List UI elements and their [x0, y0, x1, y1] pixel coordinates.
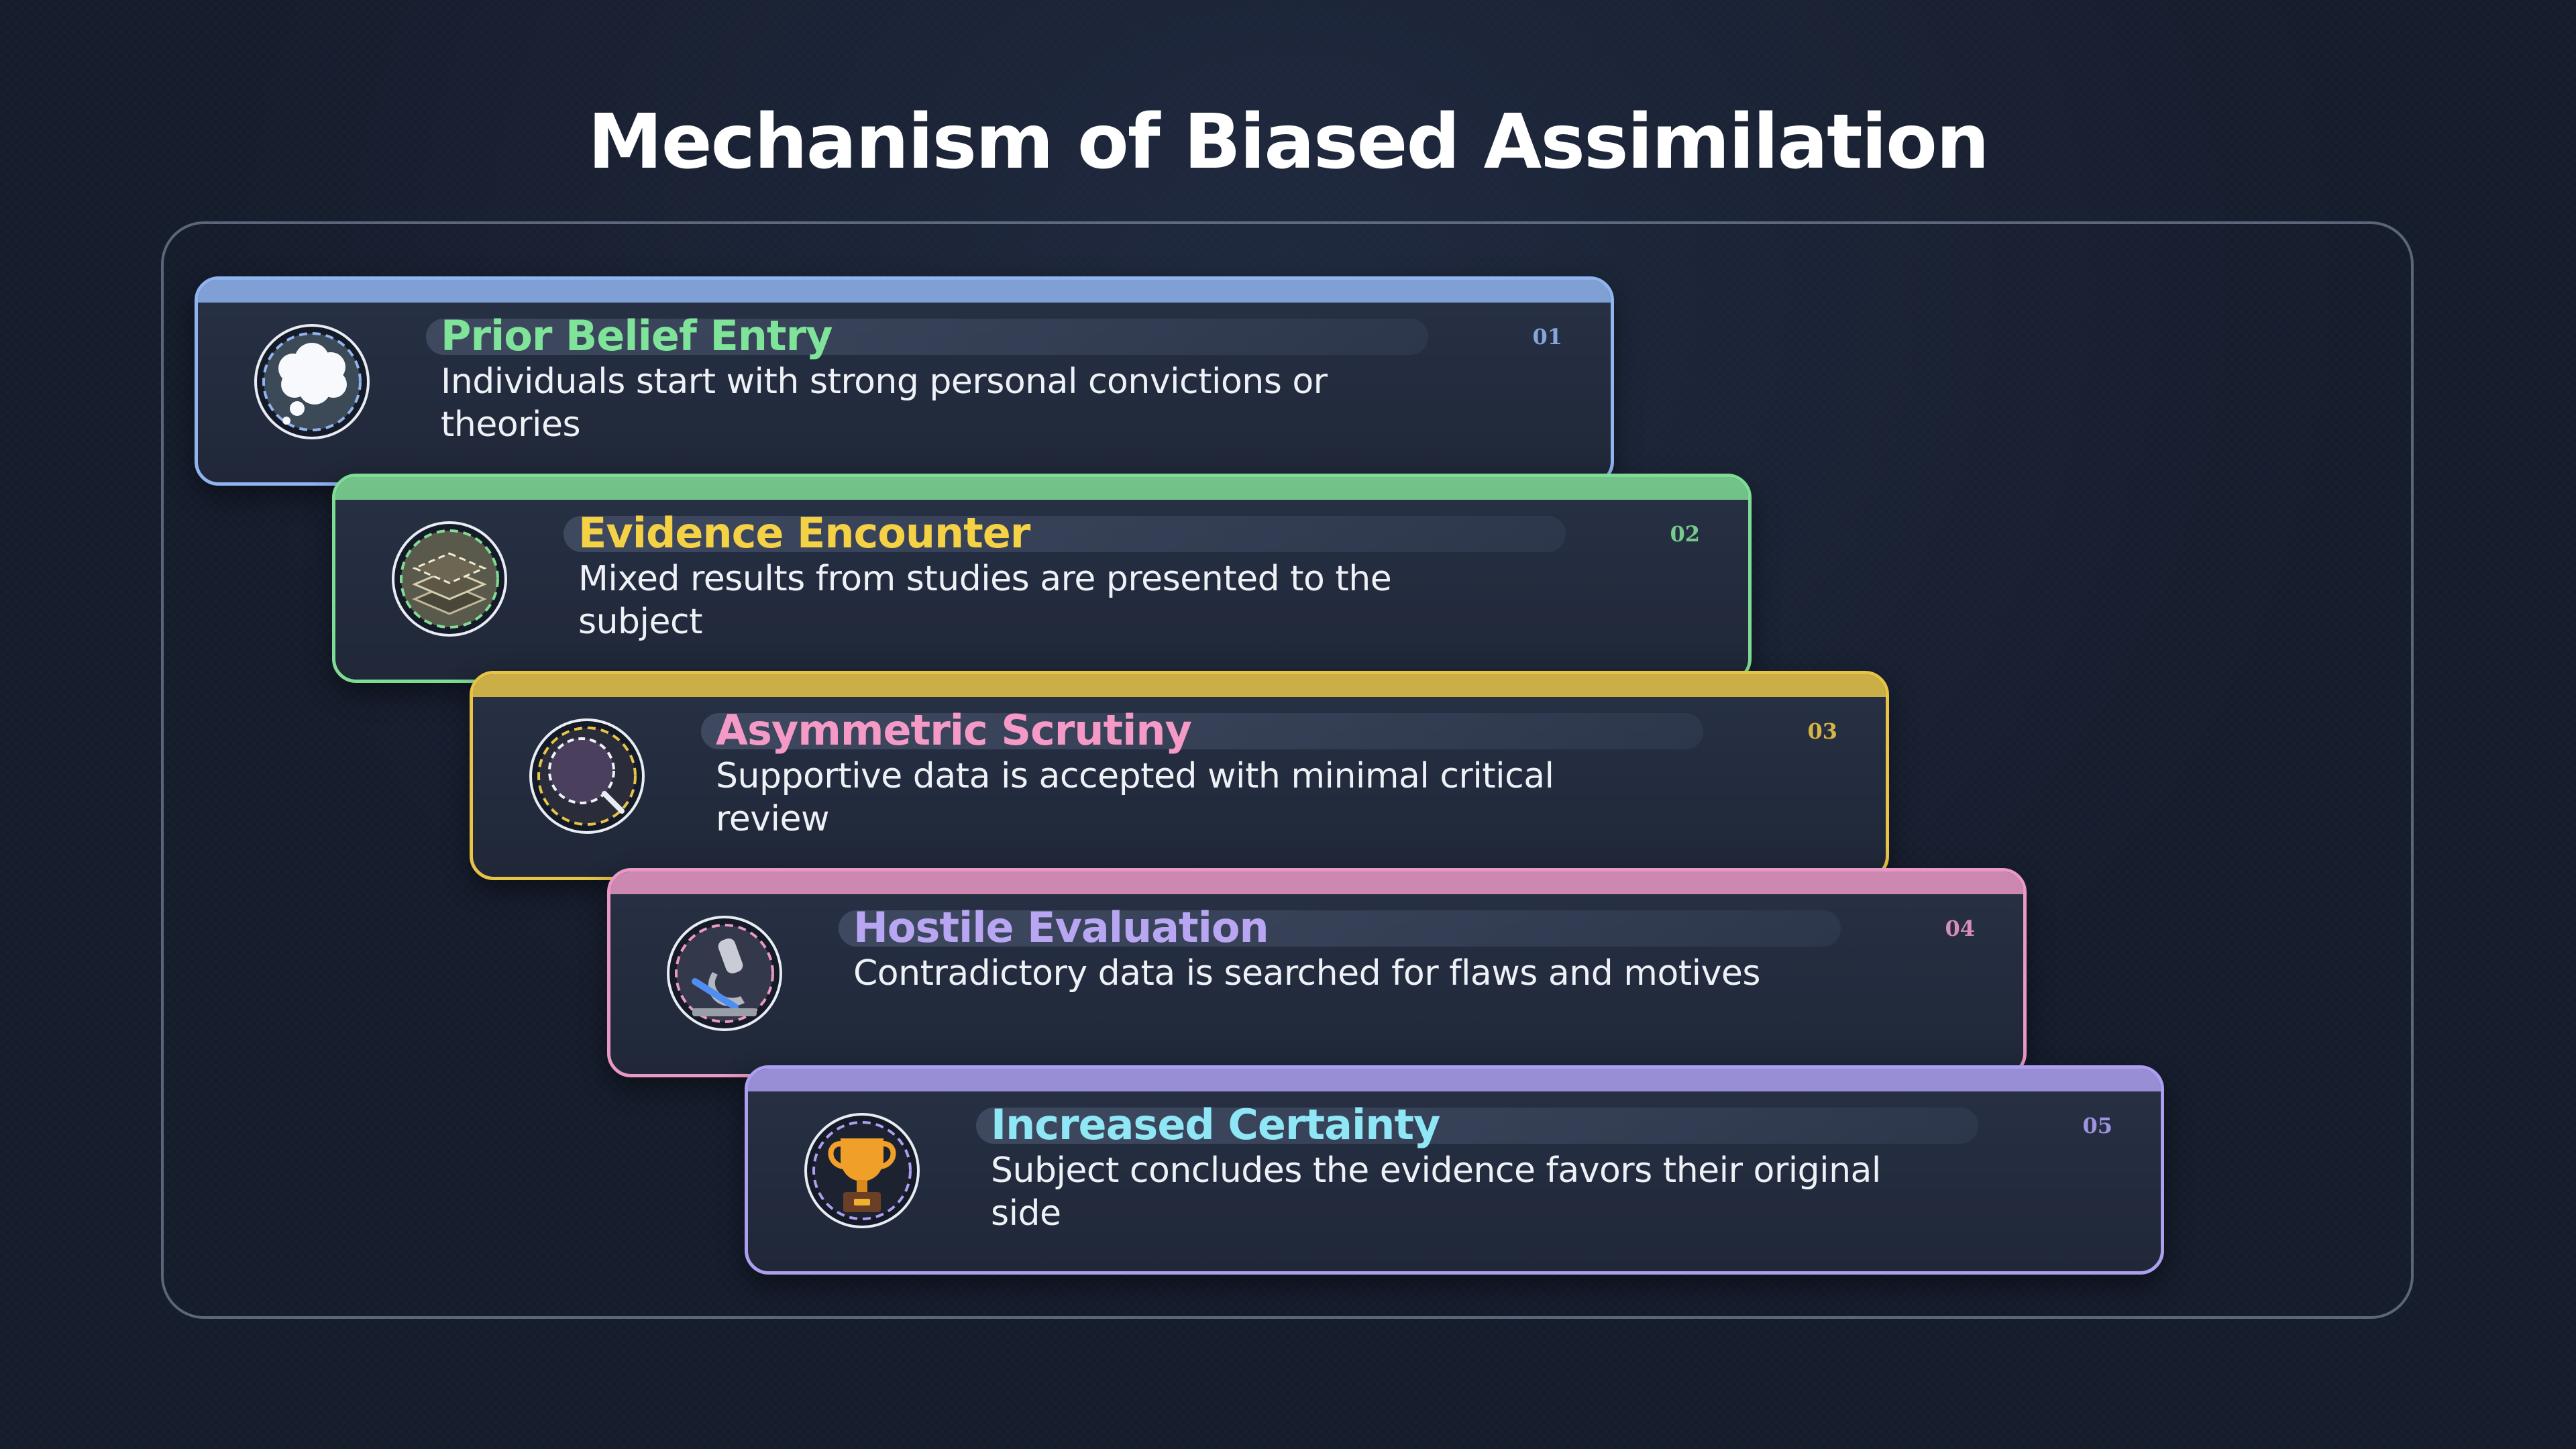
step-number: 04	[1945, 916, 1975, 941]
card-accent-bar	[198, 280, 1611, 303]
step-card-hostile-evaluation: Hostile Evaluation Contradictory data is…	[607, 868, 2027, 1077]
step-card-evidence-encounter: Evidence Encounter Mixed results from st…	[332, 474, 1752, 683]
step-description: Mixed results from studies are presented…	[578, 559, 1392, 642]
card-accent-bar	[610, 871, 2023, 894]
step-number: 01	[1532, 324, 1562, 350]
heading-highlight	[839, 910, 1841, 947]
microscope-icon	[667, 916, 782, 1031]
magnifier-icon	[529, 718, 645, 834]
heading-highlight	[564, 516, 1566, 552]
step-heading: Evidence Encounter	[578, 508, 1030, 557]
step-number: 03	[1807, 718, 1837, 744]
card-accent-bar	[335, 477, 1748, 500]
step-heading: Asymmetric Scrutiny	[716, 706, 1192, 755]
page-title: Mechanism of Biased Assimilation	[588, 99, 1989, 186]
step-description: Supportive data is accepted with minimal…	[716, 756, 1554, 839]
card-accent-bar	[748, 1069, 2161, 1091]
step-description: Subject concludes the evidence favors th…	[991, 1150, 1881, 1234]
stacked-papers-icon	[392, 521, 507, 637]
thought-bubble-icon	[254, 324, 370, 439]
step-number: 02	[1670, 521, 1700, 547]
diagram-frame	[161, 221, 2414, 1319]
heading-highlight	[976, 1108, 1978, 1144]
step-heading: Increased Certainty	[991, 1100, 1440, 1149]
step-description: Individuals start with strong personal c…	[441, 362, 1328, 445]
step-card-asymmetric-scrutiny: Asymmetric Scrutiny Supportive data is a…	[470, 671, 1889, 880]
step-heading: Hostile Evaluation	[853, 903, 1269, 952]
heading-highlight	[426, 319, 1428, 355]
step-card-prior-belief-entry: Prior Belief Entry Individuals start wit…	[195, 276, 1614, 486]
card-accent-bar	[473, 674, 1886, 697]
step-heading: Prior Belief Entry	[441, 311, 833, 360]
step-description: Contradictory data is searched for flaws…	[853, 953, 1760, 994]
heading-highlight	[701, 713, 1703, 749]
step-card-increased-certainty: Increased Certainty Subject concludes th…	[745, 1065, 2164, 1275]
trophy-icon	[804, 1113, 920, 1228]
step-number: 05	[2082, 1113, 2112, 1138]
